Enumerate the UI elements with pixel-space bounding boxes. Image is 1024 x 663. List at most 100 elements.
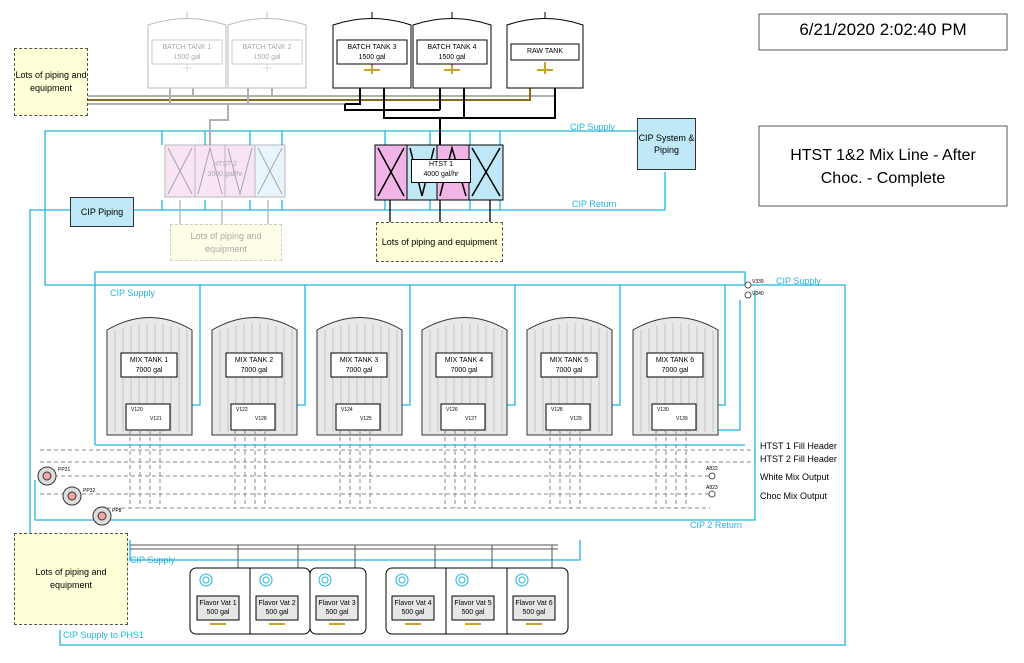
timestamp-frame — [758, 13, 1008, 51]
mix-tank-3-capacity: 7000 gal — [345, 367, 373, 374]
flavor-vat-6-name: Flavor Vat 6 — [515, 600, 553, 607]
flavor-vat-4-label[interactable]: Flavor Vat 4 500 gal — [392, 599, 434, 617]
htst-1-rate: 4000 gal/hr — [423, 171, 459, 178]
htst-1-label[interactable]: HTST 1 4000 gal/hr — [411, 159, 471, 183]
valve-v339[interactable]: V339 — [752, 279, 764, 285]
valve-shapes — [708, 281, 752, 498]
pump-pp32-tag[interactable]: PP32 — [83, 488, 96, 494]
batch-tank-3-name: BATCH TANK 3 — [347, 44, 397, 51]
cip-system-box[interactable]: CIP System & Piping — [637, 118, 696, 170]
htst2-graphic — [164, 144, 286, 198]
mix-tank-2-label[interactable]: MIX TANK 2 7000 gal — [226, 356, 282, 376]
mix-tank-6-valve-left[interactable]: V130 — [657, 407, 669, 413]
flavor-vat-6-capacity: 500 gal — [522, 609, 546, 616]
mix-tank-4-capacity: 7000 gal — [450, 367, 478, 374]
flavor-vat-2-label[interactable]: Flavor Vat 2 500 gal — [256, 599, 298, 617]
mix-tank-5-label[interactable]: MIX TANK 5 7000 gal — [541, 356, 597, 376]
mix-tank-5-valve-right[interactable]: V129 — [570, 416, 582, 422]
htst2-drops — [179, 200, 269, 224]
mix-tank-2-capacity: 7000 gal — [240, 367, 268, 374]
title-frame — [758, 125, 1008, 207]
mix-tank-2-valve-left[interactable]: V122 — [236, 407, 248, 413]
htst-1-name: HTST 1 — [429, 161, 453, 168]
cip-return-label: CIP Return — [572, 199, 617, 209]
mix-tank-6-name: MIX TANK 6 — [655, 357, 695, 364]
cip-piping-box[interactable]: CIP Piping — [70, 197, 134, 227]
flavor-vat-4-capacity: 500 gal — [401, 609, 425, 616]
mix-tank-4-valve-right[interactable]: V127 — [465, 416, 477, 422]
valve-a823[interactable]: A823 — [706, 485, 718, 491]
flavor-vat-3-capacity: 500 gal — [325, 609, 349, 616]
flavor-vat-5-label[interactable]: Flavor Vat 5 500 gal — [452, 599, 494, 617]
flavor-vat-4-name: Flavor Vat 4 — [394, 600, 432, 607]
flavor-vat-1-label[interactable]: Flavor Vat 1 500 gal — [197, 599, 239, 617]
mix-tank-shapes — [106, 317, 719, 436]
mix-tank-6-valve-right[interactable]: V139 — [676, 416, 688, 422]
fill-headers — [40, 430, 755, 509]
batch-tank-1-label[interactable]: BATCH TANK 1 1500 gal — [152, 43, 222, 63]
note-bottom-left: Lots of piping and equipment — [14, 533, 128, 625]
flavor-vat-2-capacity: 500 gal — [265, 609, 289, 616]
raw-tank-label[interactable]: RAW TANK — [511, 47, 579, 57]
batch-tank-1-capacity: 1500 gal — [173, 54, 201, 61]
batch-tank-4-label[interactable]: BATCH TANK 4 1500 gal — [417, 43, 487, 63]
cip-supply-phs1-label: CIP Supply to PHS1 — [63, 630, 144, 640]
pump-pp21-tag[interactable]: PP21 — [58, 467, 71, 473]
mix-tank-4-name: MIX TANK 4 — [444, 357, 484, 364]
mix-tank-label-boxes — [120, 352, 704, 431]
htst-2-name: HTST 2 — [213, 161, 237, 168]
cip-supply-top-label: CIP Supply — [570, 122, 615, 132]
flavor-vat-3-name: Flavor Vat 3 — [318, 600, 356, 607]
mix-tank-4-valve-left[interactable]: V126 — [446, 407, 458, 413]
batch-tank-shapes — [147, 12, 584, 89]
raw-tank-name: RAW TANK — [526, 48, 564, 55]
mix-tank-2-name: MIX TANK 2 — [234, 357, 274, 364]
note-center-left: Lots of piping and equipment — [170, 224, 282, 261]
mix-tank-1-label[interactable]: MIX TANK 1 7000 gal — [121, 356, 177, 376]
valve-a822[interactable]: A822 — [706, 466, 718, 472]
cip2-return-label: CIP 2 Return — [690, 520, 742, 530]
mix-tank-1-name: MIX TANK 1 — [129, 357, 169, 364]
htst-2-label[interactable]: HTST 2 3000 gal/hr — [190, 160, 260, 180]
mix-tank-2-valve-right[interactable]: V128 — [255, 416, 267, 422]
mix-tank-3-label[interactable]: MIX TANK 3 7000 gal — [331, 356, 387, 376]
mix-tank-5-valve-left[interactable]: V128 — [551, 407, 563, 413]
flavor-vat-3-label[interactable]: Flavor Vat 3 500 gal — [316, 599, 358, 617]
batch-tank-4-capacity: 1500 gal — [438, 54, 466, 61]
batch-tank-3-label[interactable]: BATCH TANK 3 1500 gal — [337, 43, 407, 63]
flavor-vat-shapes — [189, 567, 569, 635]
choc-mix-output-label: Choc Mix Output — [760, 491, 828, 501]
batch-lines — [88, 86, 556, 145]
mix-tank-ribs — [114, 323, 714, 432]
mix-tank-5-capacity: 7000 gal — [555, 367, 583, 374]
note-top-left: Lots of piping and equipment — [14, 48, 88, 116]
timestamp: 6/21/2020 2:02:40 PM — [799, 20, 967, 39]
mix-tank-3-valve-right[interactable]: V125 — [360, 416, 372, 422]
mix-tank-3-valve-left[interactable]: V124 — [341, 407, 353, 413]
mix-tank-3-name: MIX TANK 3 — [339, 357, 379, 364]
flavor-vat-1-name: Flavor Vat 1 — [199, 600, 237, 607]
batch-tank-2-name: BATCH TANK 2 — [242, 44, 292, 51]
mix-tank-5-name: MIX TANK 5 — [549, 357, 589, 364]
htst1-fill-header-label: HTST 1 Fill Header — [760, 441, 837, 451]
pump-shapes — [37, 466, 112, 526]
valve-v340[interactable]: V340 — [752, 291, 764, 297]
flavor-vat-2-name: Flavor Vat 2 — [258, 600, 296, 607]
cip-supply-mid-label: CIP Supply — [110, 288, 155, 298]
flavor-vat-6-label[interactable]: Flavor Vat 6 500 gal — [513, 599, 555, 617]
batch-tank-4-name: BATCH TANK 4 — [427, 44, 477, 51]
pump-pp8-tag[interactable]: PP8 — [112, 508, 122, 514]
batch-tank-1-name: BATCH TANK 1 — [162, 44, 212, 51]
mix-tank-1-valve-left[interactable]: V120 — [131, 407, 143, 413]
batch-tank-2-label[interactable]: BATCH TANK 2 1500 gal — [232, 43, 302, 63]
mix-tank-6-capacity: 7000 gal — [661, 367, 689, 374]
mix-tank-4-label[interactable]: MIX TANK 4 7000 gal — [436, 356, 492, 376]
flavor-vat-5-capacity: 500 gal — [461, 609, 485, 616]
mix-tank-6-label[interactable]: MIX TANK 6 7000 gal — [647, 356, 703, 376]
note-center: Lots of piping and equipment — [376, 222, 503, 262]
flavor-spray-balls — [199, 573, 529, 587]
mix-tank-1-valve-right[interactable]: V121 — [150, 416, 162, 422]
white-mix-output-label: White Mix Output — [760, 472, 830, 482]
htst2-fill-header-label: HTST 2 Fill Header — [760, 454, 837, 464]
